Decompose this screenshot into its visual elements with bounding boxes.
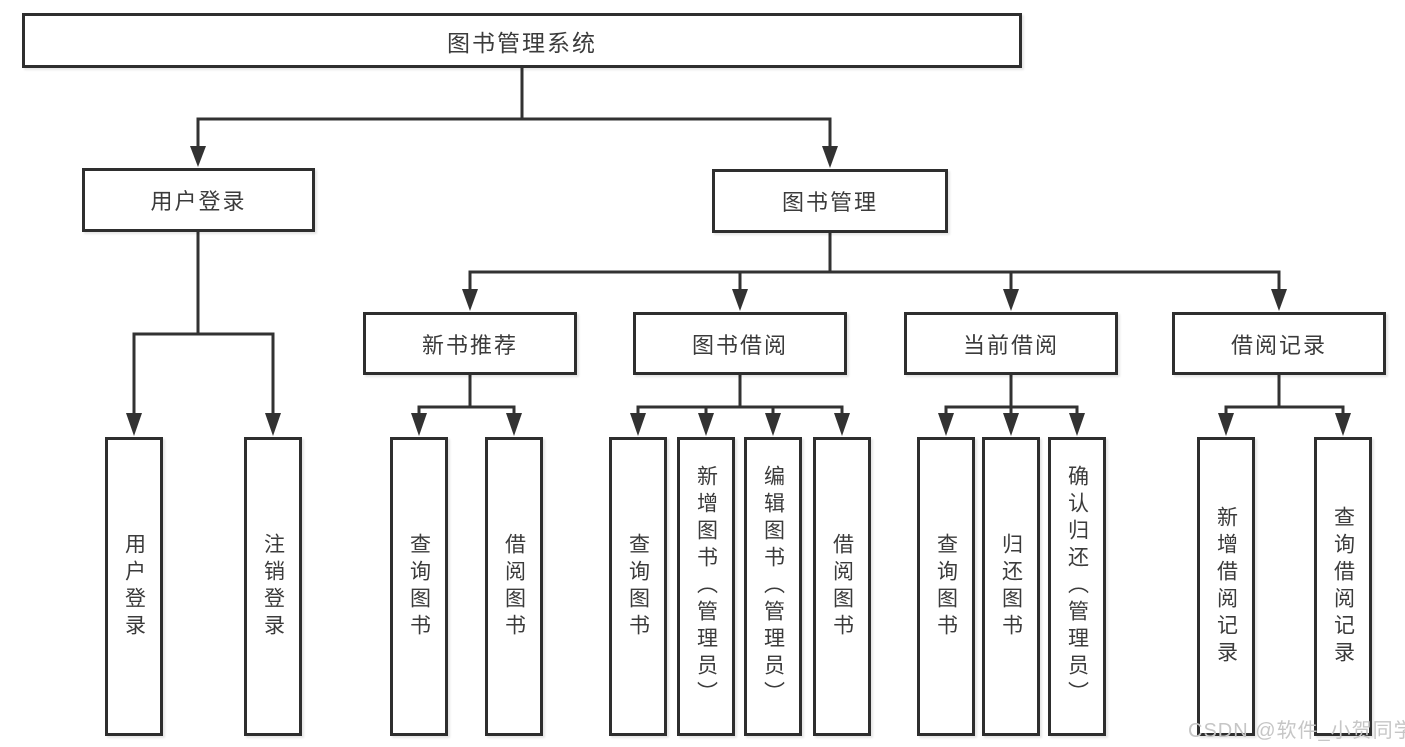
node-label: 新书推荐	[421, 332, 518, 358]
leaf-rec-query-books: 查询图书	[390, 437, 448, 736]
node-label: 当前借阅	[962, 332, 1059, 358]
node-book-management: 图书管理	[712, 169, 948, 233]
leaf-logout: 注销登录	[244, 437, 302, 736]
leaf-bb-add-books-admin: 新增图书（管理员）	[677, 437, 735, 736]
node-label: 借阅图书	[502, 532, 526, 641]
node-user-login: 用户登录	[82, 168, 315, 232]
csdn-watermark: CSDN @软件_小贺同学	[1188, 720, 1405, 742]
node-label: 借阅记录	[1230, 332, 1327, 358]
node-book-borrowing: 图书借阅	[633, 312, 847, 375]
node-library-management-system: 图书管理系统	[22, 13, 1022, 68]
node-label: 用户登录	[122, 532, 146, 641]
node-label: 确认归还（管理员）	[1065, 465, 1089, 708]
arrowhead-icons	[126, 146, 1351, 436]
node-borrowing-records: 借阅记录	[1172, 312, 1386, 375]
leaf-cb-confirm-return-admin: 确认归还（管理员）	[1048, 437, 1106, 736]
leaf-bb-query-books: 查询图书	[609, 437, 667, 736]
node-label: 借阅图书	[830, 532, 854, 641]
node-label: 新增图书（管理员）	[694, 465, 718, 708]
leaf-br-add-record: 新增借阅记录	[1197, 437, 1255, 736]
leaf-bb-edit-books-admin: 编辑图书（管理员）	[744, 437, 802, 736]
node-label: 编辑图书（管理员）	[761, 465, 785, 708]
node-label: 图书管理系统	[447, 29, 597, 56]
node-label: 新增借阅记录	[1214, 505, 1238, 668]
leaf-rec-borrow-books: 借阅图书	[485, 437, 543, 736]
leaf-cb-return-books: 归还图书	[982, 437, 1040, 736]
node-label: 用户登录	[150, 189, 247, 214]
leaf-br-query-record: 查询借阅记录	[1314, 437, 1372, 736]
node-label: 查询图书	[934, 532, 958, 641]
leaf-cb-query-books: 查询图书	[917, 437, 975, 736]
node-label: 查询图书	[407, 532, 431, 641]
node-new-book-recommendation: 新书推荐	[363, 312, 577, 375]
node-label: 图书管理	[781, 190, 878, 215]
node-current-borrowing: 当前借阅	[904, 312, 1118, 375]
leaf-user-login: 用户登录	[105, 437, 163, 736]
leaf-bb-borrow-books: 借阅图书	[813, 437, 871, 736]
node-label: 注销登录	[261, 532, 285, 641]
node-label: 查询图书	[626, 532, 650, 641]
node-label: 查询借阅记录	[1331, 505, 1355, 668]
node-label: 图书借阅	[691, 332, 788, 358]
node-label: 归还图书	[999, 532, 1023, 641]
